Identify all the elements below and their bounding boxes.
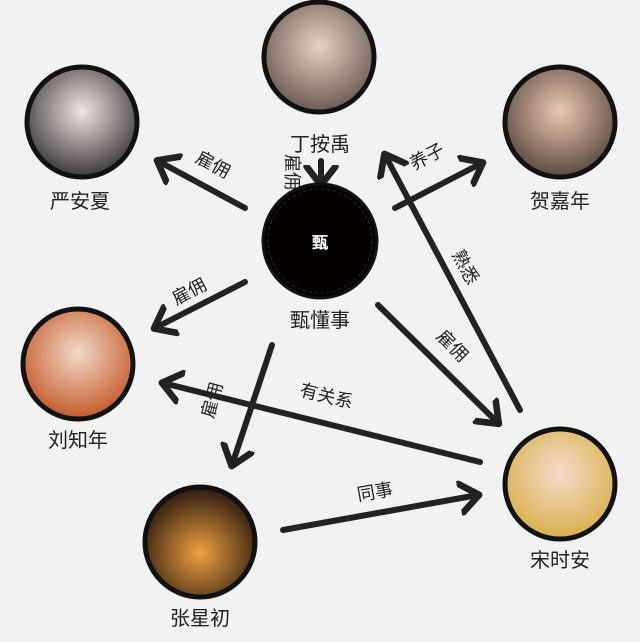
avatar-yan [24,64,140,180]
label-zhang-song: 同事 [355,479,394,506]
avatar-song [502,426,618,542]
arrows [155,155,523,533]
label-center-ding: 雇佣 [281,154,302,190]
label-song-liu: 有关系 [298,380,355,413]
node-center[interactable]: 甄 甄懂事 [261,182,379,332]
avatar-liu [20,306,136,422]
avatar-center [261,182,379,300]
name-he: 贺嘉年 [530,189,590,213]
arrow-center-liu [155,279,248,328]
arrow-song-ding [385,155,523,413]
arrow-center-song [375,302,498,423]
arrow-center-yan [158,161,248,211]
node-song[interactable]: 宋时安 [502,426,618,572]
name-zhang: 张星初 [170,606,230,630]
name-center: 甄懂事 [290,308,350,332]
avatar-center-text: 甄 [312,233,328,252]
label-center-he: 养子 [407,139,449,174]
node-yan[interactable]: 严安夏 [24,64,140,213]
name-ding: 丁按禹 [290,132,350,156]
node-ding[interactable]: 丁按禹 [261,0,377,156]
node-zhang[interactable]: 张星初 [142,484,258,630]
avatar-inner-ring [267,188,373,294]
name-song: 宋时安 [530,548,590,572]
label-center-zhang: 雇佣 [198,380,228,420]
node-liu[interactable]: 刘知年 [20,306,136,452]
avatar-he [502,64,618,180]
name-yan: 严安夏 [50,189,110,213]
avatar-zhang [142,484,258,600]
node-he[interactable]: 贺嘉年 [502,64,618,213]
label-center-yan: 雇佣 [192,147,234,182]
arrow-song-liu [163,383,483,465]
avatar-ding [261,0,377,115]
arrow-zhang-song [280,495,478,533]
name-liu: 刘知年 [48,428,108,452]
